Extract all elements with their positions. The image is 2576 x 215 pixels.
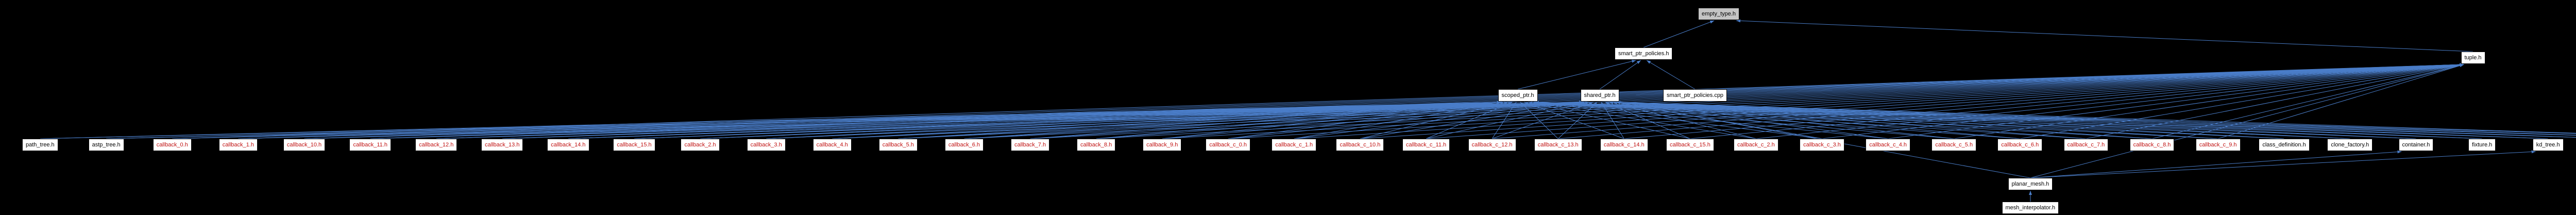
node-label: callback_c_11.h [1406, 142, 1447, 148]
node-kd-tree-h[interactable]: kd_tree.h [2532, 139, 2564, 152]
node-label: planar_mesh.h [2011, 181, 2049, 187]
node-mesh-interpolator-h[interactable]: mesh_interpolator.h [2002, 202, 2059, 214]
node-callback-0-h[interactable]: callback_0.h [152, 139, 192, 152]
node-callback-7-h[interactable]: callback_7.h [1010, 139, 1050, 152]
node-callback-c-7-h[interactable]: callback_c_7.h [2063, 139, 2109, 152]
node-label: callback_14.h [551, 142, 586, 148]
node-label: smart_ptr_policies.h [1618, 51, 1669, 57]
node-label: class_definition.h [2262, 142, 2306, 148]
node-label: callback_c_10.h [1340, 142, 1381, 148]
node-label: container.h [2402, 142, 2430, 148]
node-label: tuple.h [2464, 55, 2482, 61]
node-label: callback_c_6.h [2001, 142, 2039, 148]
node-callback-4-h[interactable]: callback_4.h [812, 139, 852, 152]
node-callback-8-h[interactable]: callback_8.h [1077, 139, 1116, 152]
node-callback-c-8-h[interactable]: callback_c_8.h [2129, 139, 2175, 152]
node-callback-c-15-h[interactable]: callback_c_15.h [1666, 139, 1714, 152]
node-callback-5-h[interactable]: callback_5.h [878, 139, 918, 152]
node-container-h[interactable]: container.h [2398, 139, 2434, 152]
node-path-tree-h[interactable]: path_tree.h [22, 139, 58, 152]
node-empty-type-h: empty_type.h [1698, 8, 1740, 21]
node-label: mesh_interpolator.h [2005, 205, 2056, 211]
node-callback-11-h[interactable]: callback_11.h [349, 139, 391, 152]
node-callback-12-h[interactable]: callback_12.h [415, 139, 457, 152]
node-callback-c-6-h[interactable]: callback_c_6.h [1997, 139, 2043, 152]
node-label: callback_0.h [156, 142, 188, 148]
node-callback-3-h[interactable]: callback_3.h [747, 139, 786, 152]
node-planar-mesh-h[interactable]: planar_mesh.h [2008, 178, 2053, 191]
node-label: callback_3.h [750, 142, 782, 148]
node-label: callback_11.h [353, 142, 387, 148]
node-label: scoped_ptr.h [1501, 92, 1534, 98]
node-label: callback_c_14.h [1603, 142, 1645, 148]
node-callback-2-h[interactable]: callback_2.h [681, 139, 720, 152]
node-label: callback_1.h [222, 142, 254, 148]
node-label: path_tree.h [26, 142, 55, 148]
node-label: astp_tree.h [92, 142, 121, 148]
node-label: callback_10.h [286, 142, 322, 148]
node-callback-c-11-h[interactable]: callback_c_11.h [1402, 139, 1450, 152]
node-smart-ptr-policies-cpp[interactable]: smart_ptr_policies.cpp [1663, 89, 1727, 102]
node-smart-ptr-policies-h[interactable]: smart_ptr_policies.h [1615, 47, 1673, 60]
node-label: empty_type.h [1702, 11, 1736, 17]
node-label: callback_c_2.h [1737, 142, 1775, 148]
node-clone-factory-h[interactable]: clone_factory.h [2327, 139, 2373, 152]
node-label: callback_c_15.h [1669, 142, 1710, 148]
node-callback-9-h[interactable]: callback_9.h [1143, 139, 1182, 152]
node-callback-c-14-h[interactable]: callback_c_14.h [1600, 139, 1648, 152]
node-callback-c-1-h[interactable]: callback_c_1.h [1272, 139, 1317, 152]
node-label: callback_c_9.h [2199, 142, 2237, 148]
node-callback-c-10-h[interactable]: callback_c_10.h [1336, 139, 1384, 152]
node-label: callback_c_5.h [1935, 142, 1973, 148]
node-label: callback_c_13.h [1537, 142, 1579, 148]
node-label: callback_2.h [684, 142, 716, 148]
node-label: callback_c_0.h [1209, 142, 1247, 148]
node-callback-c-5-h[interactable]: callback_c_5.h [1931, 139, 1977, 152]
node-tuple-h[interactable]: tuple.h [2461, 52, 2485, 64]
node-callback-14-h[interactable]: callback_14.h [547, 139, 589, 152]
node-astp-tree-h[interactable]: astp_tree.h [88, 139, 124, 152]
node-label: callback_c_12.h [1471, 142, 1513, 148]
node-label: callback_7.h [1014, 142, 1046, 148]
node-class-definition-h[interactable]: class_definition.h [2259, 139, 2310, 152]
node-label: callback_c_8.h [2133, 142, 2171, 148]
node-callback-c-0-h[interactable]: callback_c_0.h [1206, 139, 1251, 152]
node-fixture-h[interactable]: fixture.h [2468, 139, 2496, 152]
node-label: kd_tree.h [2536, 142, 2560, 148]
node-label: callback_13.h [485, 142, 520, 148]
node-label: smart_ptr_policies.cpp [1667, 92, 1724, 98]
node-callback-6-h[interactable]: callback_6.h [944, 139, 984, 152]
node-label: callback_c_1.h [1275, 142, 1313, 148]
node-callback-c-2-h[interactable]: callback_c_2.h [1734, 139, 1778, 152]
node-label: callback_9.h [1146, 142, 1178, 148]
node-label: clone_factory.h [2331, 142, 2369, 148]
node-callback-13-h[interactable]: callback_13.h [481, 139, 523, 152]
node-callback-15-h[interactable]: callback_15.h [613, 139, 655, 152]
node-label: callback_c_4.h [1869, 142, 1907, 148]
node-callback-c-13-h[interactable]: callback_c_13.h [1534, 139, 1582, 152]
node-scoped-ptr-h[interactable]: scoped_ptr.h [1498, 89, 1538, 102]
node-label: callback_15.h [617, 142, 652, 148]
node-label: fixture.h [2472, 142, 2493, 148]
node-label: callback_6.h [948, 142, 980, 148]
node-callback-c-3-h[interactable]: callback_c_3.h [1800, 139, 1844, 152]
node-callback-10-h[interactable]: callback_10.h [283, 139, 326, 152]
node-callback-1-h[interactable]: callback_1.h [218, 139, 258, 152]
node-label: shared_ptr.h [1584, 92, 1616, 98]
node-callback-c-4-h[interactable]: callback_c_4.h [1866, 139, 1910, 152]
node-label: callback_12.h [419, 142, 454, 148]
node-label: callback_c_7.h [2067, 142, 2105, 148]
node-callback-c-9-h[interactable]: callback_c_9.h [2195, 139, 2241, 152]
node-label: callback_c_3.h [1803, 142, 1841, 148]
node-callback-c-12-h[interactable]: callback_c_12.h [1468, 139, 1516, 152]
node-label: callback_5.h [882, 142, 914, 148]
node-shared-ptr-h[interactable]: shared_ptr.h [1580, 89, 1619, 102]
node-label: callback_8.h [1080, 142, 1112, 148]
node-label: callback_4.h [816, 142, 848, 148]
